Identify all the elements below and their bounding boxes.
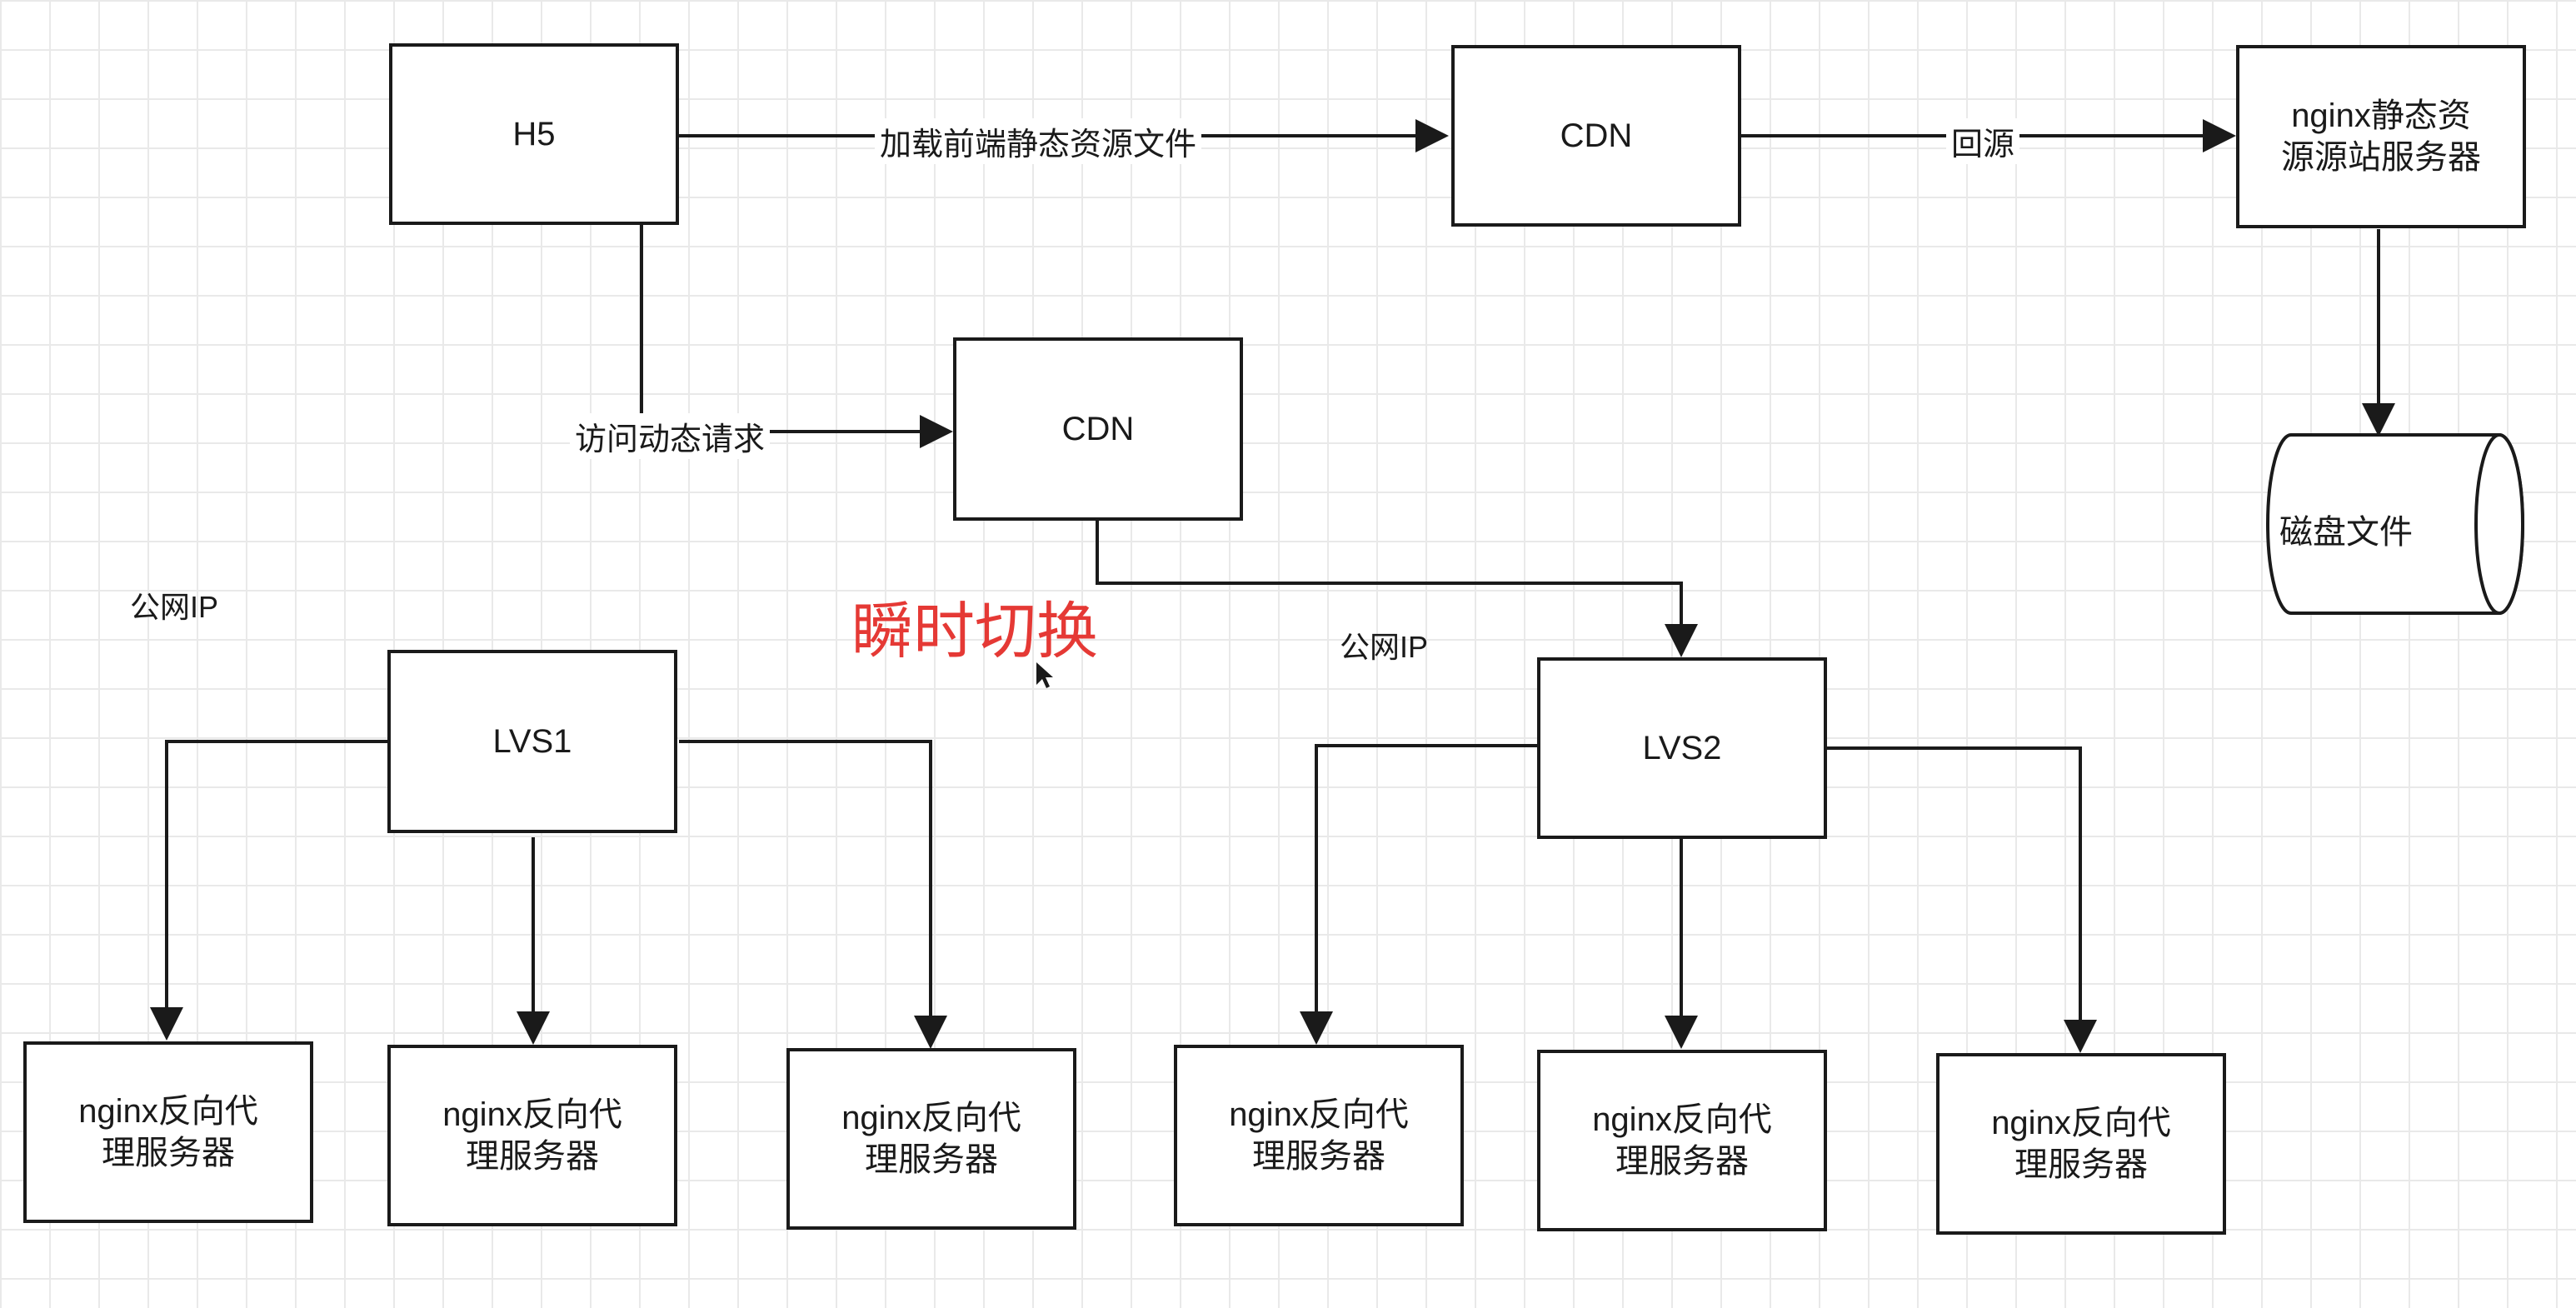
node-nginx-4-label: nginx反向代 理服务器: [1229, 1096, 1409, 1175]
node-origin-server-label: nginx静态资 源源站服务器: [2281, 97, 2481, 176]
edge-lvs2-to-nginx6: [1827, 746, 2097, 1053]
node-nginx-5: nginx反向代 理服务器: [1537, 1050, 1827, 1231]
disk-cylinder: [2266, 433, 2524, 615]
node-disk-label: 磁盘文件: [2279, 514, 2413, 551]
node-cdn-static-label: CDN: [1560, 117, 1633, 154]
edge-lvs1-to-nginx3: [679, 740, 947, 1049]
node-lvs2: LVS2: [1537, 657, 1827, 839]
edge-cdn-to-lvs2: [1096, 521, 1698, 657]
edge-lvs2-to-nginx4: [1300, 744, 1537, 1045]
node-nginx-1: nginx反向代 理服务器: [23, 1041, 313, 1223]
node-lvs1-label: LVS1: [492, 723, 572, 760]
public-ip-right-label: 公网IP: [1340, 630, 1429, 664]
node-cdn-dynamic-label: CDN: [1061, 411, 1135, 447]
public-ip-left-label: 公网IP: [130, 590, 219, 624]
edge-lvs1-to-nginx1: [150, 740, 387, 1041]
node-nginx-6: nginx反向代 理服务器: [1936, 1053, 2226, 1235]
node-h5: H5: [389, 43, 679, 225]
node-nginx-6-label: nginx反向代 理服务器: [1991, 1105, 2171, 1183]
mouse-cursor-icon: [1036, 662, 1053, 688]
node-origin-server: nginx静态资 源源站服务器: [2236, 45, 2526, 228]
edge-label-dynamic-request: 访问动态请求: [570, 413, 771, 459]
node-cdn-dynamic: CDN: [953, 337, 1243, 521]
node-cdn-static: CDN: [1451, 45, 1741, 227]
edge-h5-to-cdn-dynamic: [640, 225, 953, 448]
node-lvs2-label: LVS2: [1642, 730, 1722, 766]
node-nginx-3-label: nginx反向代 理服务器: [841, 1100, 1021, 1178]
node-lvs1: LVS1: [387, 650, 677, 833]
node-nginx-1-label: nginx反向代 理服务器: [78, 1093, 258, 1171]
node-h5-label: H5: [512, 116, 556, 152]
node-nginx-2-label: nginx反向代 理服务器: [442, 1096, 622, 1175]
node-nginx-3: nginx反向代 理服务器: [786, 1048, 1076, 1230]
node-nginx-4: nginx反向代 理服务器: [1174, 1045, 1464, 1226]
node-nginx-2: nginx反向代 理服务器: [387, 1045, 677, 1226]
instant-switch-annotation: 瞬时切换: [851, 597, 1098, 666]
edge-label-back-to-origin: 回源: [1946, 118, 2020, 164]
edge-label-load-static: 加载前端静态资源文件: [875, 118, 1202, 164]
node-nginx-5-label: nginx反向代 理服务器: [1592, 1101, 1772, 1180]
